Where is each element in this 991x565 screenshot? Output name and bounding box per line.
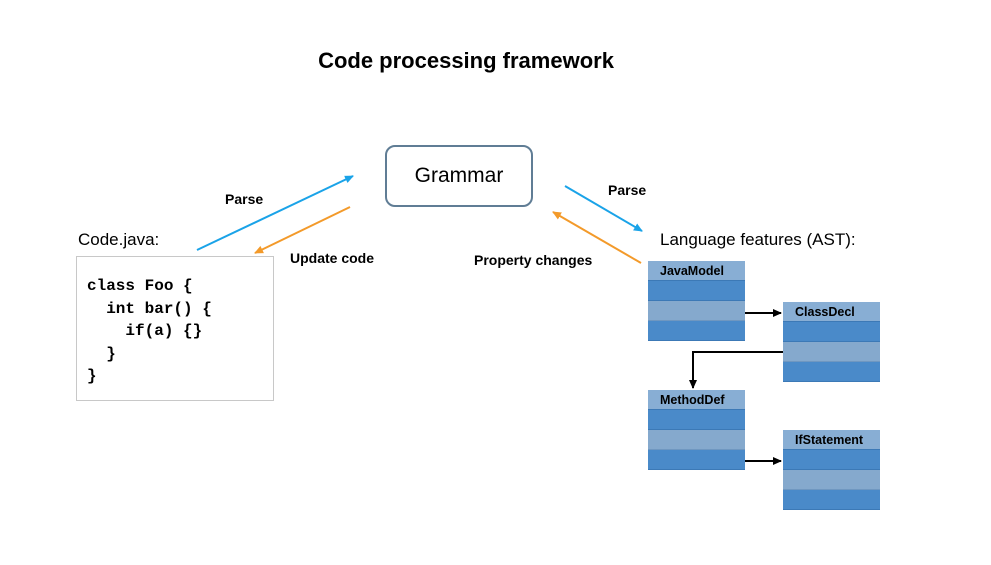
code-line: class Foo { (87, 277, 193, 295)
ast-node-title: ClassDecl (783, 302, 880, 322)
ast-caption: Language features (AST): (660, 230, 856, 249)
classdecl-to-methoddef-arrow (689, 351, 783, 389)
code-line: if(a) {} (87, 322, 203, 340)
property-changes-label: Property changes (474, 252, 593, 268)
ast-node-row (783, 470, 880, 490)
ast-node-classdecl: ClassDecl (783, 302, 880, 382)
ast-node-row (783, 490, 880, 510)
ast-node-row (648, 301, 745, 321)
ast-node-methoddef: MethodDef (648, 390, 745, 470)
ast-node-ifstatement: IfStatement (783, 430, 880, 510)
ast-node-title: IfStatement (783, 430, 880, 450)
code-line: } (87, 367, 97, 385)
ast-node-javamodel: JavaModel (648, 261, 745, 341)
left-parse-label: Parse (225, 191, 264, 207)
ast-node-row (648, 281, 745, 301)
code-snippet-box: class Foo { int bar() { if(a) {} } } (76, 256, 274, 401)
ast-node-row (648, 450, 745, 470)
left-parse-arrow (196, 175, 354, 251)
ast-node-title: JavaModel (648, 261, 745, 281)
ast-node-title: MethodDef (648, 390, 745, 410)
ast-node-row (648, 410, 745, 430)
ast-node-row (783, 342, 880, 362)
diagram-title: Code processing framework (318, 48, 614, 73)
ast-node-row (783, 322, 880, 342)
code-line: } (87, 344, 116, 363)
code-snippet: class Foo { int bar() { if(a) {} } } (87, 275, 212, 388)
grammar-node: Grammar (385, 145, 533, 207)
ast-node-row (648, 321, 745, 341)
ast-node-row (648, 430, 745, 450)
update-code-arrow (254, 206, 351, 254)
ast-node-row (783, 450, 880, 470)
code-caption: Code.java: (78, 230, 160, 249)
update-code-label: Update code (290, 250, 375, 266)
grammar-label: Grammar (414, 164, 504, 187)
code-line: int bar() { (87, 299, 212, 318)
right-parse-label: Parse (608, 182, 647, 198)
ast-node-row (783, 362, 880, 382)
